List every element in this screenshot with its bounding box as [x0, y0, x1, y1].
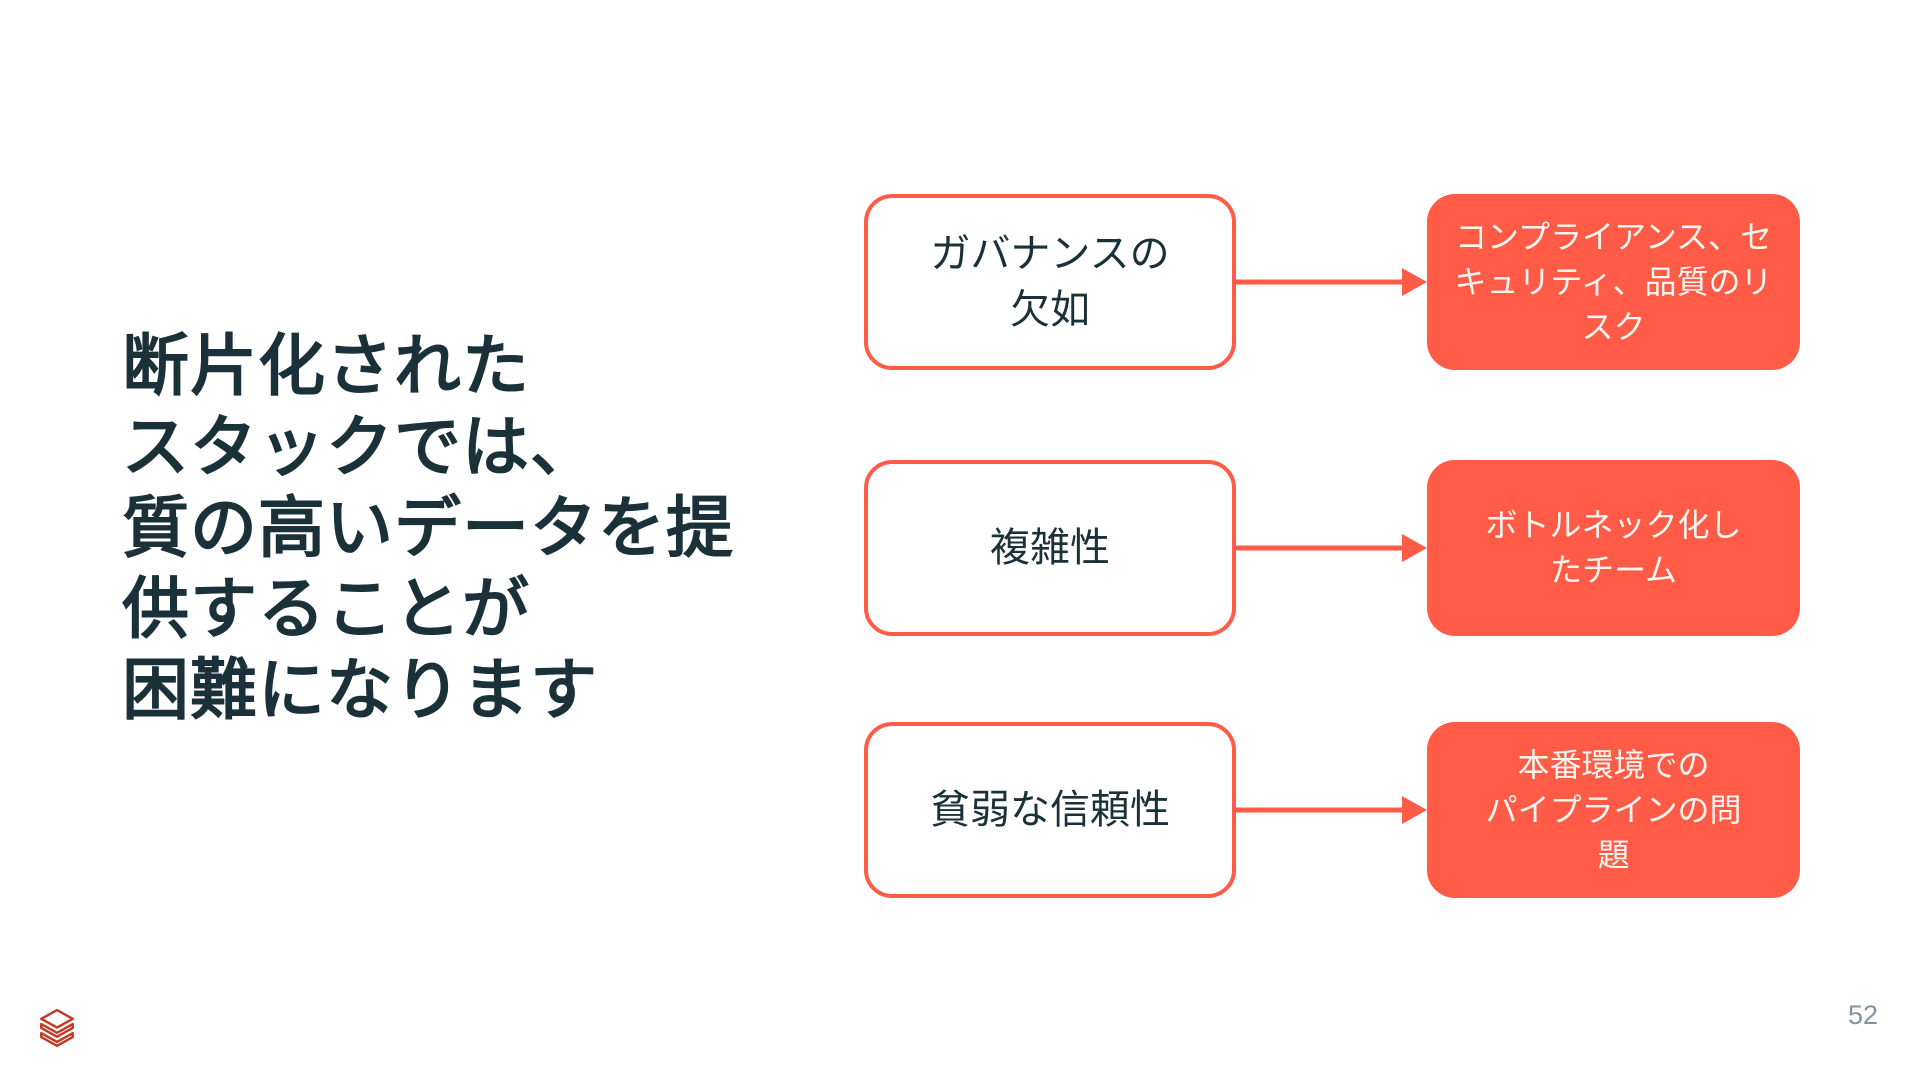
- effect-box-production-pipeline-issues: 本番環境での パイプラインの問 題: [1427, 722, 1800, 898]
- page-number: 52: [1847, 1000, 1878, 1030]
- cause-box-poor-reliability: 貧弱な信頼性: [864, 722, 1236, 898]
- effect-box-bottlenecked-teams: ボトルネック化し たチーム: [1427, 460, 1800, 636]
- arrow-right-icon: [1236, 460, 1427, 636]
- cause-box-governance: ガバナンスの 欠如: [864, 194, 1236, 370]
- arrow-right-icon: [1236, 194, 1427, 370]
- diagram-row: 貧弱な信頼性 本番環境での パイプラインの問 題: [864, 722, 1800, 898]
- slide-title: 断片化された スタックでは、 質の高いデータを提 供することが 困難になります: [122, 329, 734, 728]
- cause-box-complexity: 複雑性: [864, 460, 1236, 636]
- databricks-logo-icon: [36, 1006, 78, 1052]
- arrow-right-icon: [1236, 722, 1427, 898]
- diagram-row: 複雑性 ボトルネック化し たチーム: [864, 460, 1800, 636]
- effect-box-compliance-risk: コンプライアンス、セ キュリティ、品質のリ スク: [1427, 194, 1800, 370]
- diagram-row: ガバナンスの 欠如 コンプライアンス、セ キュリティ、品質のリ スク: [864, 194, 1800, 370]
